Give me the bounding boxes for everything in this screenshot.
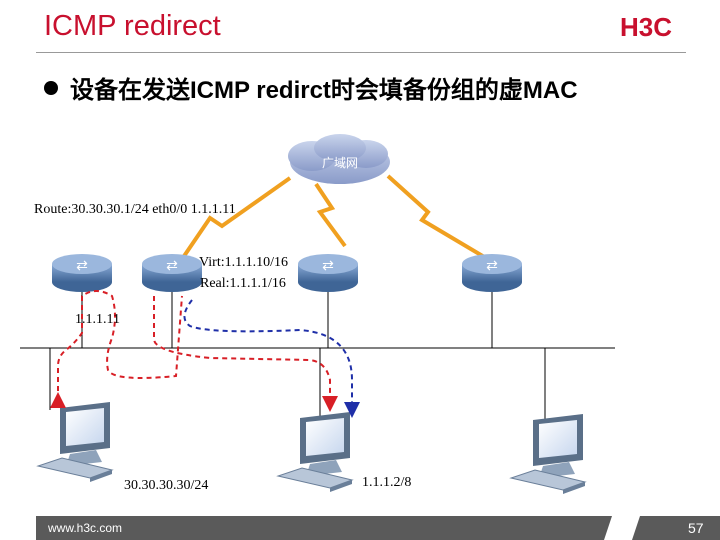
router-left: ⇄ xyxy=(52,254,112,292)
red-packet-path xyxy=(50,290,183,408)
wan-link-3 xyxy=(386,174,488,260)
wan-link-1 xyxy=(178,176,292,264)
left-router-ip: 1.1.1.11 xyxy=(75,312,120,327)
red-redirect-path xyxy=(153,296,338,412)
cloud-label: 广域网 xyxy=(322,156,358,170)
router-arrows-icon: ⇄ xyxy=(166,257,178,273)
host-left xyxy=(36,402,114,482)
real-ip-label: Real:1.1.1.1/16 xyxy=(200,276,286,291)
page-number: 57 xyxy=(688,520,704,536)
route-label: Route:30.30.30.1/24 eth0/0 1.1.1.11 xyxy=(34,202,236,217)
wan-cloud: 广域网 xyxy=(288,134,390,184)
mid-host-ip: 1.1.1.2/8 xyxy=(362,475,411,490)
slide-title: ICMP redirect xyxy=(44,10,221,42)
wan-links xyxy=(178,174,488,264)
left-host-ip: 30.30.30.30/24 xyxy=(124,478,208,493)
router-arrows-icon: ⇄ xyxy=(322,257,334,273)
router-master: ⇄ xyxy=(142,254,202,292)
bullet-dot xyxy=(44,80,58,95)
title-divider xyxy=(36,52,686,53)
host-right xyxy=(509,414,587,494)
h3c-logo: H3C xyxy=(620,14,672,40)
logo-text: H3C xyxy=(620,14,672,40)
bullet-line: 设备在发送ICMP redirct时会填备份组的虚MAC xyxy=(44,70,578,105)
host-mid xyxy=(276,412,354,492)
router-arrows-icon: ⇄ xyxy=(76,257,88,273)
blue-packet-path xyxy=(183,299,360,418)
virt-ip-label: Virt:1.1.1.10/16 xyxy=(199,255,288,270)
router-arrows-icon: ⇄ xyxy=(486,257,498,273)
router-backup: ⇄ xyxy=(298,254,358,292)
router-right: ⇄ xyxy=(462,254,522,292)
footer-bar xyxy=(36,516,612,540)
wan-link-2 xyxy=(314,182,347,248)
footer-url[interactable]: www.h3c.com xyxy=(48,521,123,535)
bullet-text: 设备在发送ICMP redirct时会填备份组的虚MAC xyxy=(70,77,578,104)
footer-page-bar xyxy=(632,516,720,540)
